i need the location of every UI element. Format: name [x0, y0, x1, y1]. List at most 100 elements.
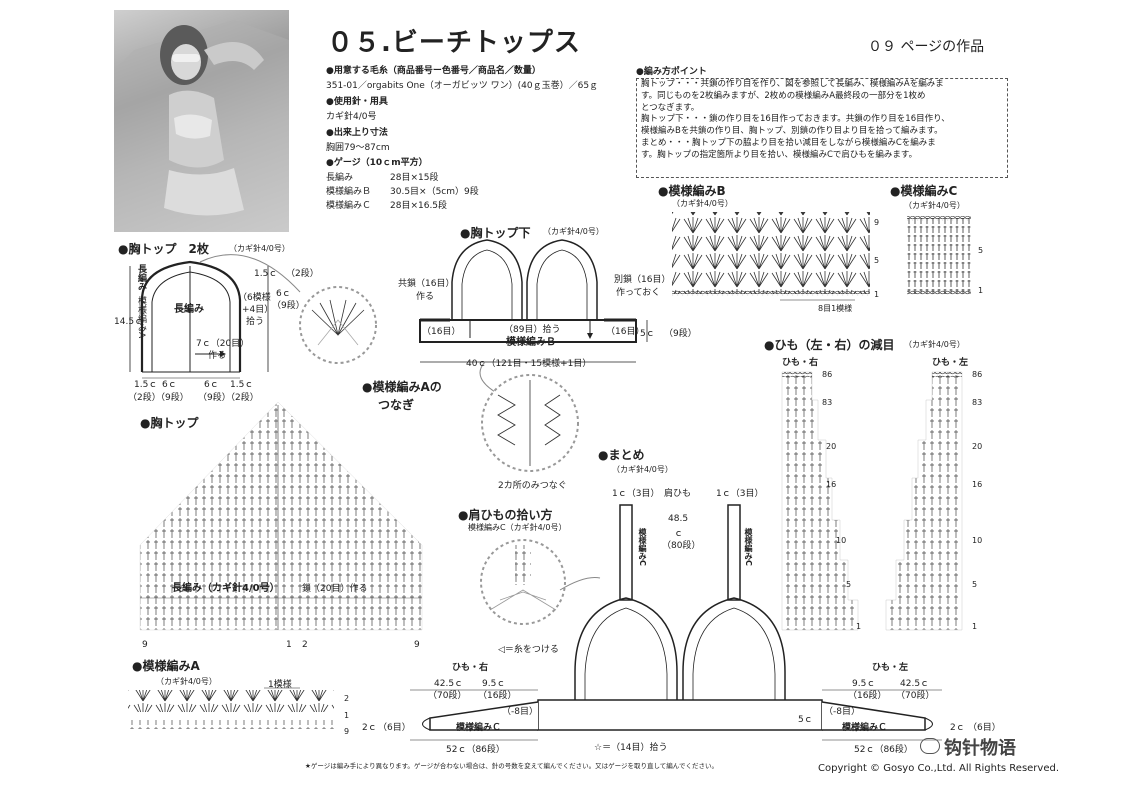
- sr-10: 10: [836, 536, 847, 545]
- notes-line: す。同じものを2枚編みますが、2枚めの模様編みA最終段の一部分を1枚め: [641, 90, 926, 101]
- section-strap-pickup: ●肩ひもの拾い方: [458, 508, 553, 522]
- chest-top-detail-circle: [299, 286, 377, 364]
- label-h145: 14.5ｃ: [114, 317, 144, 327]
- sr-16: 16: [826, 480, 837, 489]
- pattern-b-chart: [672, 212, 870, 301]
- label-tsukutteoku: 作っておく: [616, 288, 661, 298]
- asm-l425: 42.5ｃ: [900, 679, 930, 689]
- notes-line: す。胸トップの指定箇所より目を拾い、模様編みCで肩ひもを編みます。: [641, 149, 918, 160]
- section-assembly: ●まとめ: [598, 448, 645, 462]
- label-moyou6: （6模様: [238, 293, 271, 303]
- notes-heading: ●編み方ポイント: [636, 67, 707, 77]
- asm-80: （80段）: [662, 541, 701, 551]
- sr-86: 86: [822, 370, 833, 379]
- chart-row-2: 2: [302, 640, 308, 650]
- section-pattern-c-needle: （カギ針4/0号）: [904, 201, 965, 210]
- section-strap-decrease-needle: （カギ針4/0号）: [904, 340, 965, 349]
- dim-2a: （2段）: [128, 393, 161, 403]
- asm-strap: 肩ひも: [664, 489, 692, 499]
- label-s89: （89目）拾う: [504, 325, 561, 335]
- sl-86: 86: [972, 370, 983, 379]
- dim-2b: （2段）: [226, 393, 259, 403]
- asm-485: 48.5: [668, 514, 689, 524]
- page-reference: ０９ ページの作品: [868, 39, 985, 55]
- strap-pickup-circle: [480, 539, 601, 625]
- section-pattern-a: ●模様編みA: [132, 659, 200, 673]
- section-join-2: つなぎ: [378, 398, 415, 412]
- asm-c2-left: 2ｃ: [362, 723, 377, 733]
- section-under-chest: ●胸トップ下: [460, 226, 531, 240]
- asm-r70: （70段）: [428, 691, 467, 701]
- chest-top-schematic: [129, 254, 301, 379]
- assembly-schematic: [410, 504, 942, 741]
- asm-rm8: （-8目）: [502, 707, 538, 717]
- b-row-1: 1: [874, 290, 880, 299]
- asm-d6-left: （6目）: [968, 723, 1001, 733]
- dim-15b: 1.5ｃ: [230, 380, 254, 390]
- gauge-heading: ●ゲージ（10ｃm平方）: [326, 158, 428, 168]
- section-assembly-needle: （カギ針4/0号）: [612, 465, 673, 474]
- c-row-1: 1: [978, 286, 984, 295]
- under-chest-schematic: [419, 239, 648, 396]
- asm-d6-right: （6目）: [378, 723, 411, 733]
- notes-box: 胸トップ・・・共鎖の作り目を作り、図を参照して長編み、模様編みAを編みま す。同…: [636, 78, 1008, 178]
- section-pattern-c: ●模様編みC: [890, 184, 958, 198]
- sl-20: 20: [972, 442, 983, 451]
- asm-r425: 42.5ｃ: [434, 679, 464, 689]
- dim-9b: （9段）: [198, 393, 231, 403]
- asm-pattern-c-l: 模様編みＣ: [842, 723, 888, 733]
- chart-chain-label: 鎖（20目）作る: [302, 584, 368, 594]
- asm-strap-right: ひも・右: [452, 663, 489, 673]
- asm-c5-left: 5ｃ: [798, 715, 813, 725]
- gauge-name-1: 長編み: [326, 173, 354, 183]
- gauge-name-3: 模様編みＣ: [326, 201, 372, 211]
- dim-15a: 1.5ｃ: [134, 380, 158, 390]
- b-repeat: 8目1模様: [818, 304, 853, 313]
- sl-83: 83: [972, 398, 983, 407]
- label-betsu16: 別鎖（16目）: [614, 275, 671, 285]
- asm-c52-a: 52ｃ（86段）: [446, 745, 505, 755]
- asm-lm8: （-8目）: [824, 707, 860, 717]
- sr-83: 83: [822, 398, 833, 407]
- asm-pattern-c-left: 模様編みC: [638, 528, 647, 566]
- gauge-footnote: ★ゲージは編み手により異なります。ゲージが合わない場合は、針の号数を変えて編んで…: [305, 762, 718, 770]
- label-h2dan: （2段）: [286, 269, 319, 279]
- gauge-name-2: 模様編みＢ: [326, 187, 372, 197]
- wechat-icon: [920, 738, 940, 754]
- notes-line: 胸トップ下・・・鎖の作り目を16目作っておきます。共鎖の作り目を16目作り、: [641, 114, 950, 125]
- gauge-value-2: 30.5目×（5cm）9段: [390, 187, 479, 197]
- label-moyou-a-vertical: 模様編みA: [136, 296, 146, 339]
- sl-1: 1: [972, 622, 978, 631]
- pattern-a-chart: [128, 687, 334, 729]
- asm-l70: （70段）: [896, 691, 935, 701]
- notes-line: 胸トップ・・・共鎖の作り目を作り、図を参照して長編み、模様編みAを編みま: [641, 79, 944, 89]
- needle-heading: ●使用針・用具: [326, 97, 388, 107]
- chest-top-stitch-chart: [139, 401, 423, 631]
- asm-l16: （16段）: [848, 691, 887, 701]
- sl-5: 5: [972, 580, 978, 589]
- label-h15c: 1.5ｃ: [254, 269, 278, 279]
- strap-left-title: ひも・左: [932, 358, 969, 368]
- section-chest-top-2-needle: （カギ針4/0号）: [229, 244, 290, 253]
- pattern-c-chart: [907, 216, 971, 295]
- yarn-heading: ●用意する毛糸（商品番号ー色番号／商品名／数量）: [326, 66, 541, 76]
- asm-strap-left: ひも・左: [872, 663, 909, 673]
- notes-line: まとめ・・・胸トップ下の脇より目を拾い減目をしながら模様編みCを編みま: [641, 137, 936, 148]
- pattern-a-row-1: 1: [344, 711, 350, 720]
- watermark: 钩针物语: [944, 738, 1016, 759]
- pattern-a-row-2: 2: [344, 694, 350, 703]
- join-note: 2カ所のみつなぐ: [498, 481, 567, 491]
- label-w40: 40ｃ（121目・15模様+1目）: [466, 359, 592, 369]
- label-nagaami: 長編み: [174, 304, 204, 315]
- dim-6a: 6ｃ: [162, 380, 177, 390]
- asm-c52-b: 52ｃ（86段）: [854, 745, 913, 755]
- chart-row-1: 1: [286, 640, 292, 650]
- pattern-a-repeat: 1模様: [268, 680, 292, 690]
- label-c7: 7ｃ（20目）: [196, 339, 250, 349]
- label-plus4: +4目）: [242, 305, 274, 315]
- b-row-5: 5: [874, 256, 880, 265]
- label-h9dan: （9段）: [272, 301, 305, 311]
- section-pattern-b-needle: （カギ針4/0号）: [672, 199, 733, 208]
- asm-1c3-right: 1ｃ（3目）: [716, 489, 764, 499]
- size-value: 胸囲79〜87cm: [326, 143, 390, 153]
